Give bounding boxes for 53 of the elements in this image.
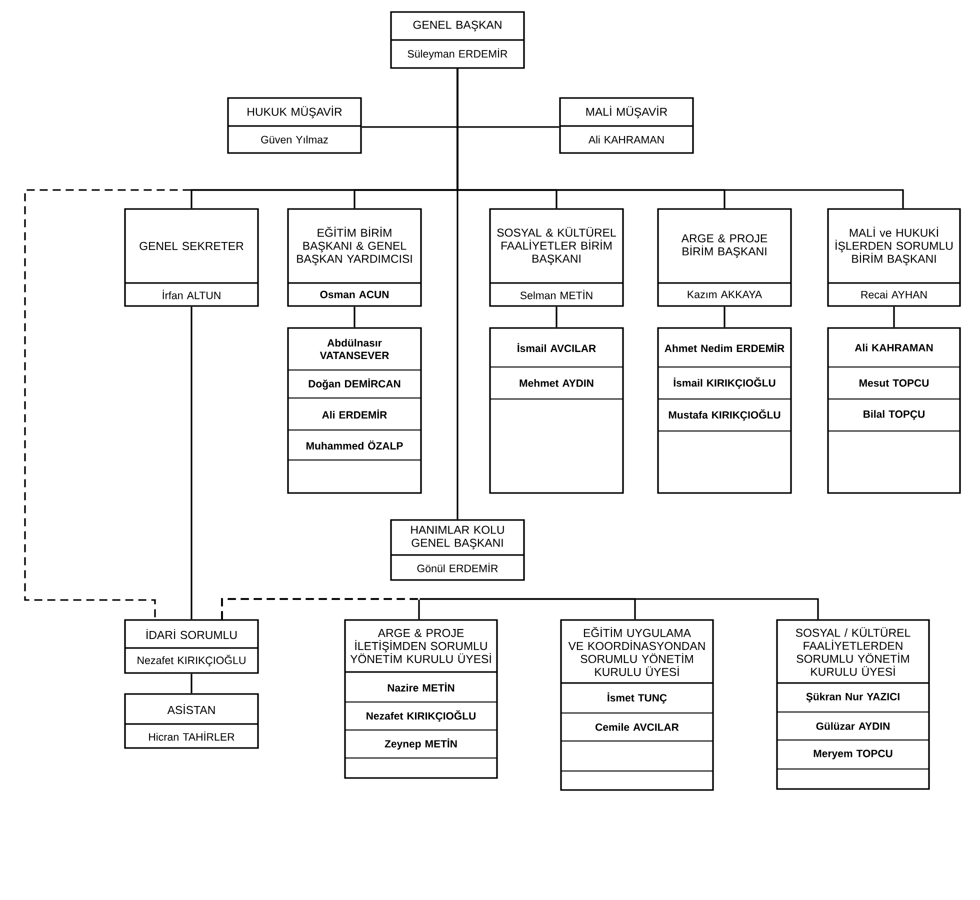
person-name: Ali ERDEMİR bbox=[322, 410, 387, 418]
person-name: Doğan DEMİRCAN bbox=[308, 378, 400, 390]
position-title: ARGE & PROJE BİRİM BAŞKANI bbox=[681, 234, 768, 258]
position-title: GENEL SEKRETER bbox=[140, 242, 244, 250]
person-name: Zeynep METİN bbox=[384, 738, 457, 750]
person-name: Nezafet KIRIKÇIOĞLU bbox=[366, 710, 476, 722]
person-name: Ali KAHRAMAN bbox=[588, 136, 664, 144]
person-name: İsmet TUNÇ bbox=[608, 692, 667, 704]
person-name: Osman ACUN bbox=[320, 290, 388, 298]
position-title: SOSYAL / KÜLTÜREL FAALİYETLERDEN SORUMLU YÖNETİM KURULU ÜYESİ bbox=[796, 627, 910, 676]
person-name: Gülüzar AYDIN bbox=[816, 722, 890, 730]
person-name: Mehmet AYDIN bbox=[520, 379, 594, 387]
position-title: EĞİTİM BİRİM BAŞKANI & GENEL BAŞKAN YARDIMCISI bbox=[297, 226, 412, 266]
person-name: Süleyman ERDEMİR bbox=[408, 48, 508, 60]
connector-line bbox=[190, 674, 192, 694]
connector-line bbox=[190, 306, 192, 620]
person-name: Abdülnasır VATANSEVER bbox=[320, 338, 389, 360]
person-name: Şükran Nur YAZICI bbox=[806, 692, 900, 702]
position-title: SOSYAL & KÜLTÜREL FAALİYETLER BİRİM BAŞKANI bbox=[497, 226, 616, 266]
person-name: Hicran TAHİRLER bbox=[149, 731, 234, 741]
position-title: HUKUK MÜŞAVİR bbox=[248, 106, 342, 118]
connector-line bbox=[556, 306, 558, 328]
person-name: Muhammed ÖZALP bbox=[306, 440, 403, 450]
person-name: Nazire METİN bbox=[388, 682, 454, 692]
person-name: Mustafa KIRIKÇIOĞLU bbox=[668, 409, 780, 421]
position-title: GENEL BAŞKAN bbox=[413, 20, 502, 32]
dashed-connector bbox=[24, 68, 458, 620]
position-title: MALİ ve HUKUKİ İŞLERDEN SORUMLU BİRİM BAŞKANI bbox=[836, 226, 953, 266]
dashed-connector bbox=[221, 598, 819, 620]
person-name: İsmail AVCILAR bbox=[518, 342, 596, 352]
person-name: Selman METİN bbox=[520, 290, 592, 300]
position-title: ASİSTAN bbox=[167, 704, 215, 714]
person-name: Ali KAHRAMAN bbox=[854, 344, 933, 352]
person-name: Ahmet Nedim ERDEMİR bbox=[664, 342, 784, 352]
person-name: Nezafet KIRIKÇIOĞLU bbox=[138, 654, 246, 666]
person-name: Mesut TOPCU bbox=[860, 379, 929, 387]
person-name: İrfan ALTUN bbox=[162, 290, 220, 300]
position-title: EĞİTİM UYGULAMA VE KOORDİNASYONDAN SORUMLU YÖNETİM KURULU ÜYESİ bbox=[568, 626, 705, 676]
person-name: Güven Yılmaz bbox=[261, 136, 328, 144]
position-title: MALİ MÜŞAVİR bbox=[586, 106, 668, 118]
person-name: Gönül ERDEMİR bbox=[417, 562, 498, 572]
connector-line bbox=[354, 306, 356, 328]
person-name: Kazım AKKAYA bbox=[688, 290, 762, 298]
person-name: Recai AYHAN bbox=[861, 290, 927, 298]
person-name: Meryem TOPCU bbox=[814, 750, 892, 760]
position-title: HANIMLAR KOLU GENEL BAŞKANI bbox=[411, 526, 504, 550]
connector-line bbox=[724, 306, 726, 328]
person-name: Cemile AVCILAR bbox=[596, 723, 679, 731]
person-name: Bilal TOPÇU bbox=[864, 410, 924, 420]
position-title: ARGE & PROJE İLETİŞİMDEN SORUMLU YÖNETİM KURULU ÜYESİ bbox=[350, 628, 491, 664]
connector-line bbox=[893, 306, 895, 328]
person-name: İsmail KIRIKÇIOĞLU bbox=[674, 377, 776, 389]
position-title: İDARİ SORUMLU bbox=[146, 628, 237, 640]
